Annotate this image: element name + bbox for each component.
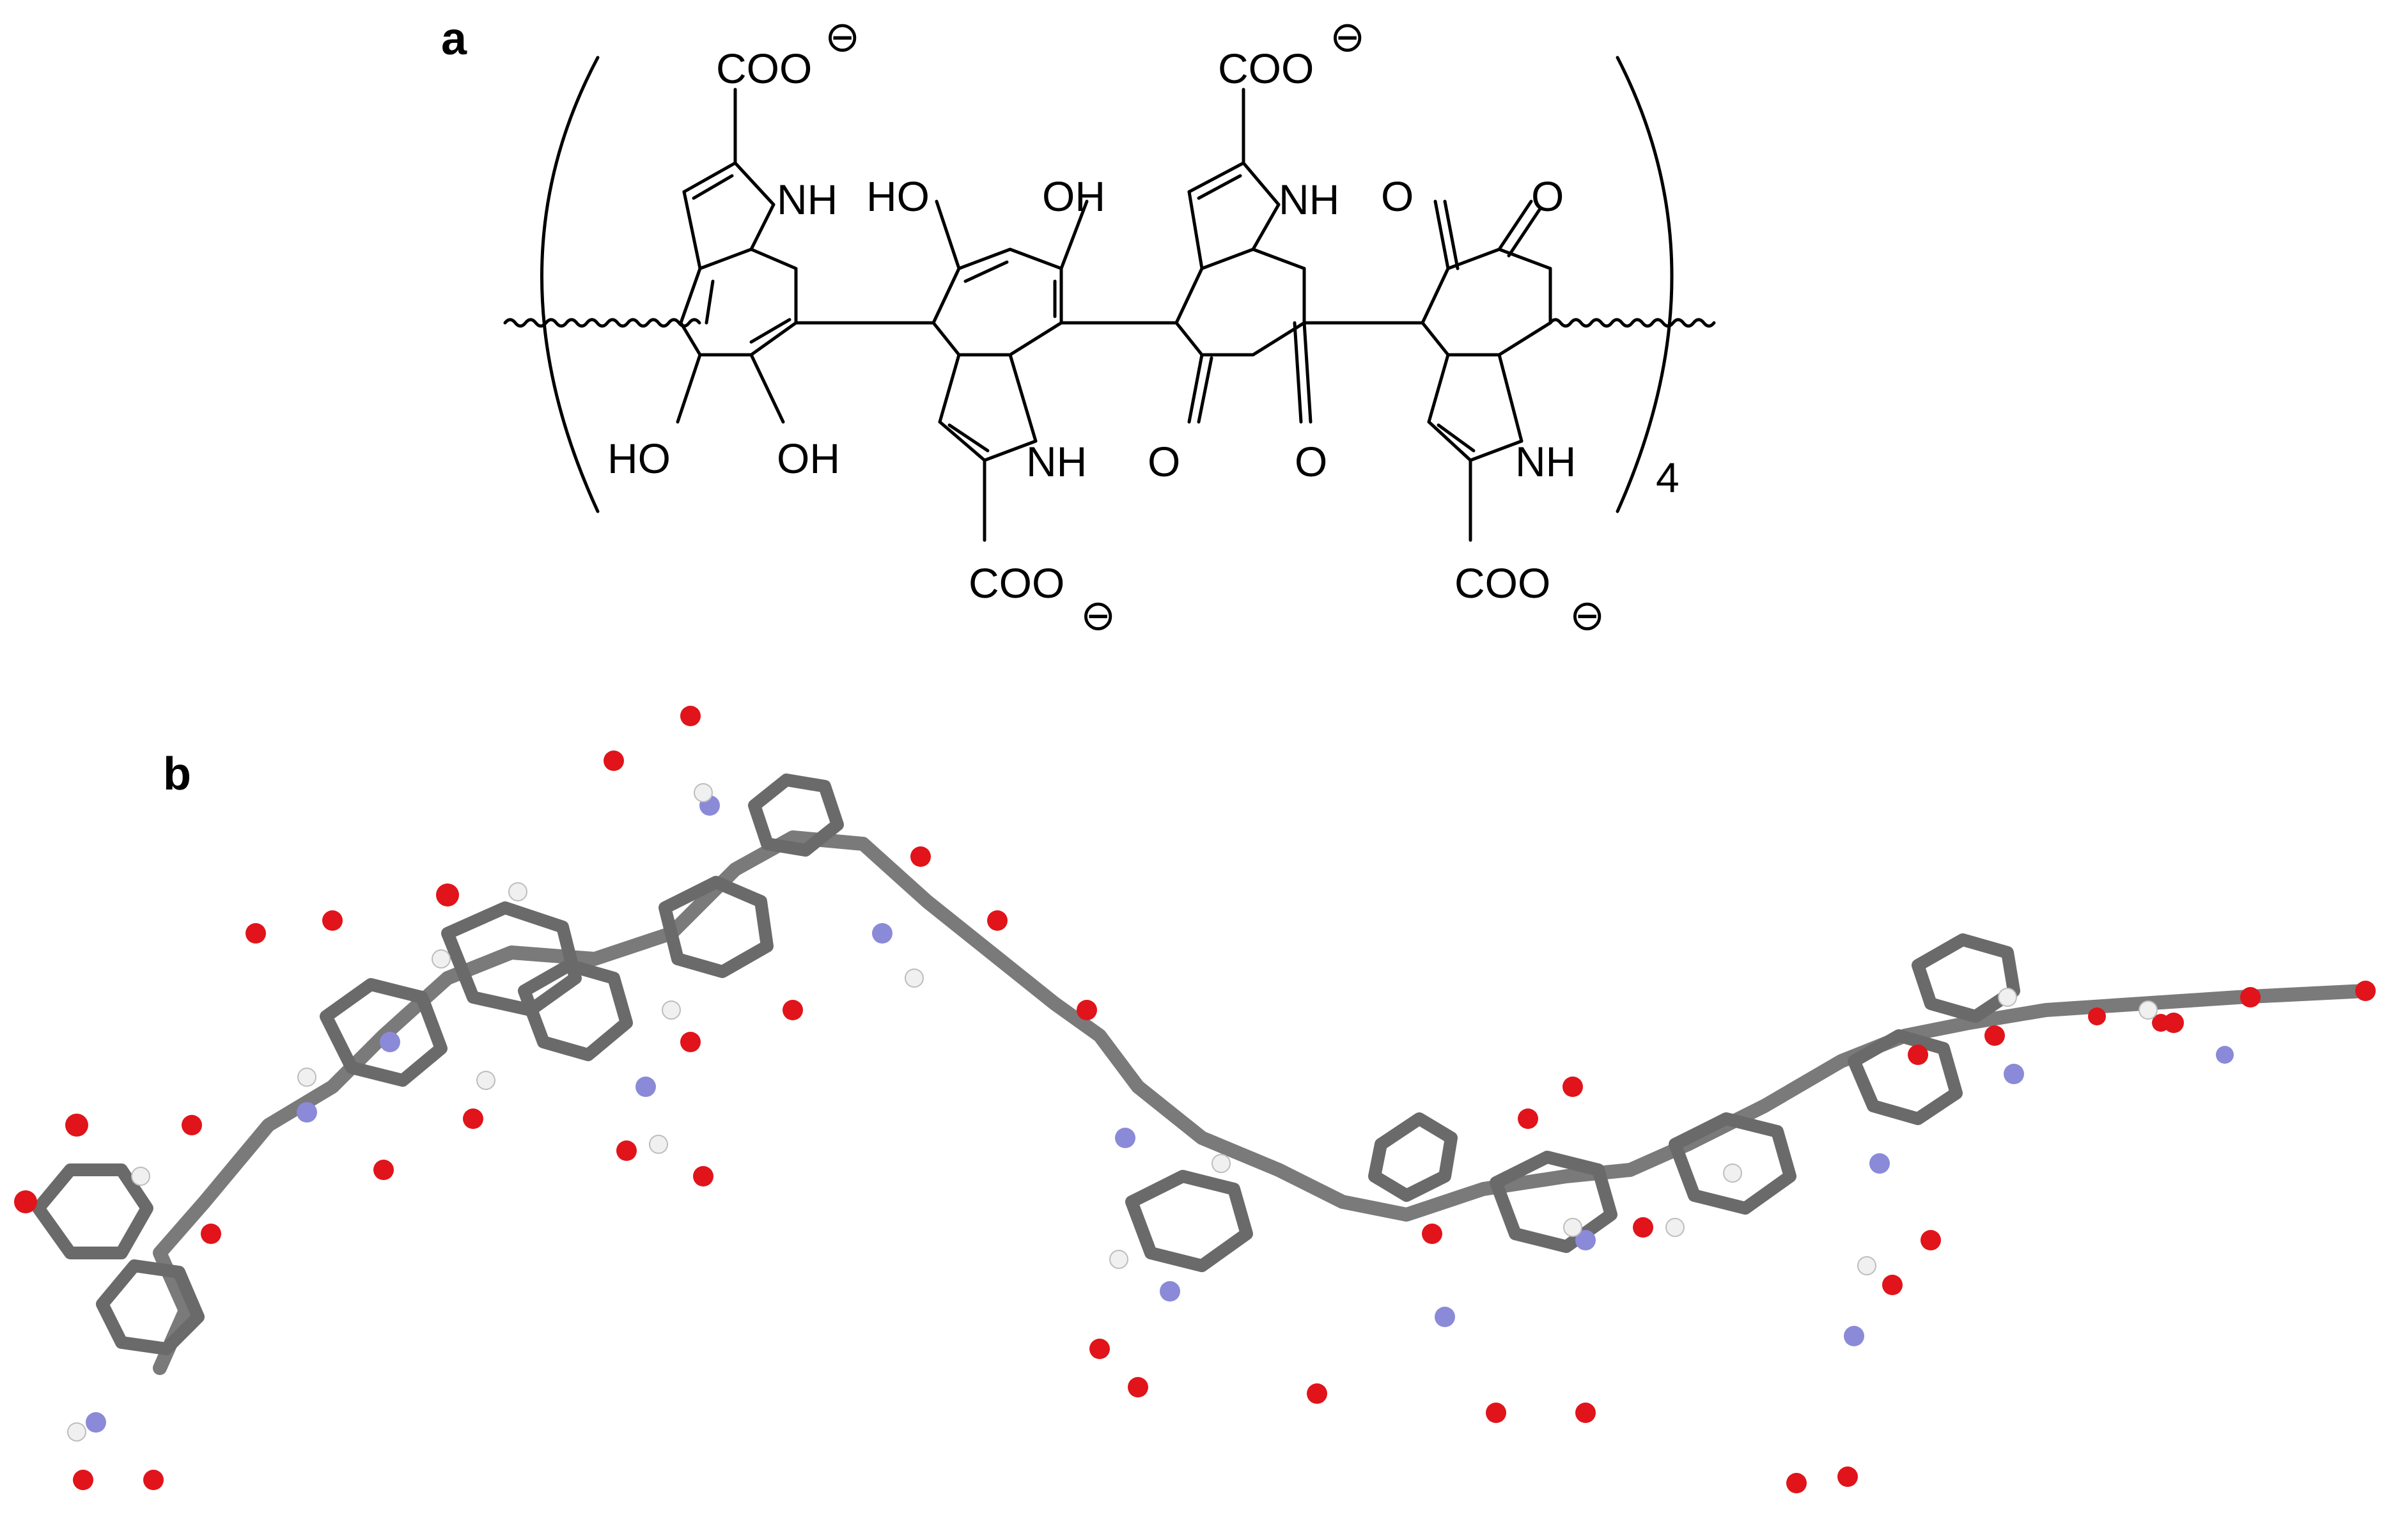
- ring-12: [1848, 1029, 1963, 1125]
- ring-13: [1912, 933, 2020, 1023]
- ring-11: [1669, 1112, 1796, 1215]
- wavy-bond-left: [503, 318, 701, 328]
- amine-label-1: NH: [777, 176, 838, 223]
- oxygen-atoms: [14, 706, 2376, 1493]
- carboxylate-label-4: COO: [1454, 559, 1550, 607]
- carboxylate-label-3: COO: [1218, 45, 1314, 92]
- amine-label-2: NH: [1026, 438, 1087, 485]
- ring-8: [1125, 1170, 1253, 1272]
- ring-2: [96, 1259, 205, 1355]
- ring-1: [32, 1163, 153, 1259]
- amine-label-3: NH: [1279, 176, 1339, 223]
- ring-3: [320, 978, 448, 1087]
- charge-label-2: ⊖: [1080, 591, 1116, 639]
- hydroxyl-label-2: OH: [777, 435, 840, 482]
- charge-label-4: ⊖: [1570, 591, 1605, 639]
- ring-6: [658, 876, 774, 978]
- ring-9: [1368, 1112, 1458, 1202]
- amine-label-4: NH: [1515, 438, 1576, 485]
- hydroxyl-label-3: HO: [866, 173, 930, 220]
- panel-a-structure: a: [0, 0, 2400, 678]
- panel-a-label: a: [441, 13, 467, 65]
- panel-b-label: b: [163, 749, 191, 800]
- hydroxyl-label-1: HO: [607, 435, 671, 482]
- oxo-label-4: O: [1531, 173, 1564, 220]
- ring-10: [1490, 1151, 1617, 1253]
- oxo-label-1: O: [1148, 438, 1180, 485]
- charge-label-1: ⊖: [825, 13, 860, 60]
- stick-model-drawing: [14, 706, 2376, 1493]
- hydrogen-atoms: [67, 783, 2158, 1442]
- unit-1-indole: [676, 88, 935, 424]
- carboxylate-label-2: COO: [969, 559, 1064, 607]
- oxo-label-3: O: [1381, 173, 1414, 220]
- right-parenthesis: [1616, 56, 1674, 513]
- carboxylate-label-1: COO: [716, 45, 812, 92]
- ring-4: [441, 901, 582, 1016]
- ring-5: [518, 959, 633, 1061]
- aromatic-rings: [32, 774, 2020, 1355]
- charge-label-3: ⊖: [1330, 13, 1365, 60]
- unit-3-indole: [1174, 88, 1424, 424]
- structure-2d-drawing: COO ⊖ NH HO OH HO OH NH COO ⊖ COO ⊖ NH O…: [503, 13, 1716, 639]
- hydroxyl-label-4: OH: [1042, 173, 1105, 220]
- ring-7: [748, 774, 844, 857]
- oxo-label-2: O: [1295, 438, 1327, 485]
- repeat-subscript: 4: [1656, 454, 1679, 501]
- nitrogen-atoms: [86, 795, 2234, 1433]
- unit-4-indole: [1421, 199, 1552, 542]
- unit-2-indole: [931, 199, 1178, 542]
- left-parenthesis: [540, 56, 600, 513]
- wavy-bond-right: [1548, 318, 1716, 328]
- panel-b-3d-model: b: [0, 678, 2400, 1540]
